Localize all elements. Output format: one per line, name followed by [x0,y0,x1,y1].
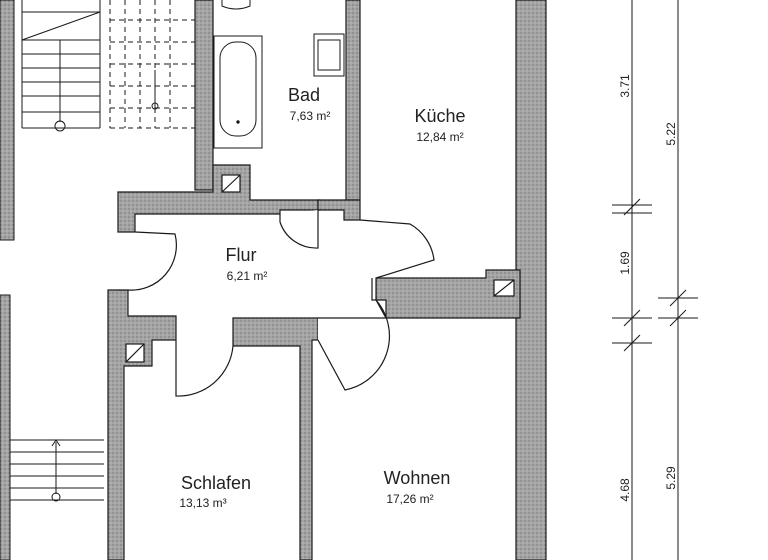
room-label-schlafen: Schlafen 13,13 m³ [179,473,251,510]
dim-4-68: 4.68 [618,478,632,502]
room-label-kueche: Küche 12,84 m² [414,106,465,144]
bathtub-icon [213,35,263,149]
room-area-kueche: 12,84 m² [416,130,463,144]
room-label-wohnen: Wohnen 17,26 m² [384,468,451,506]
room-name-flur: Flur [226,245,257,265]
dim-3-71: 3.71 [618,74,632,98]
interior-walls [107,0,547,560]
top-fixture [221,0,251,10]
dimension-labels: 3.71 1.69 4.68 5.22 5.29 [618,74,678,502]
room-name-bad: Bad [288,85,320,105]
dimension-chain-outer [658,0,698,560]
left-outer-wall [0,0,15,560]
room-area-flur: 6,21 m² [227,269,268,283]
room-name-schlafen: Schlafen [181,473,251,493]
room-area-schlafen: 13,13 m³ [179,496,226,510]
sink-icon [313,33,345,77]
room-label-flur: Flur 6,21 m² [226,245,268,283]
room-area-bad: 7,63 m² [290,109,331,123]
shaft-icons [125,174,515,363]
dim-1-69: 1.69 [618,251,632,275]
staircase-lower [10,439,104,502]
room-name-wohnen: Wohnen [384,468,451,488]
dimension-chain-inner [612,0,652,560]
staircase-upper [21,0,196,132]
doors [118,210,435,397]
room-label-bad: Bad 7,63 m² [288,85,330,123]
room-name-kueche: Küche [414,106,465,126]
dim-5-22: 5.22 [664,122,678,146]
room-area-wohnen: 17,26 m² [386,492,433,506]
dim-5-29: 5.29 [664,466,678,490]
